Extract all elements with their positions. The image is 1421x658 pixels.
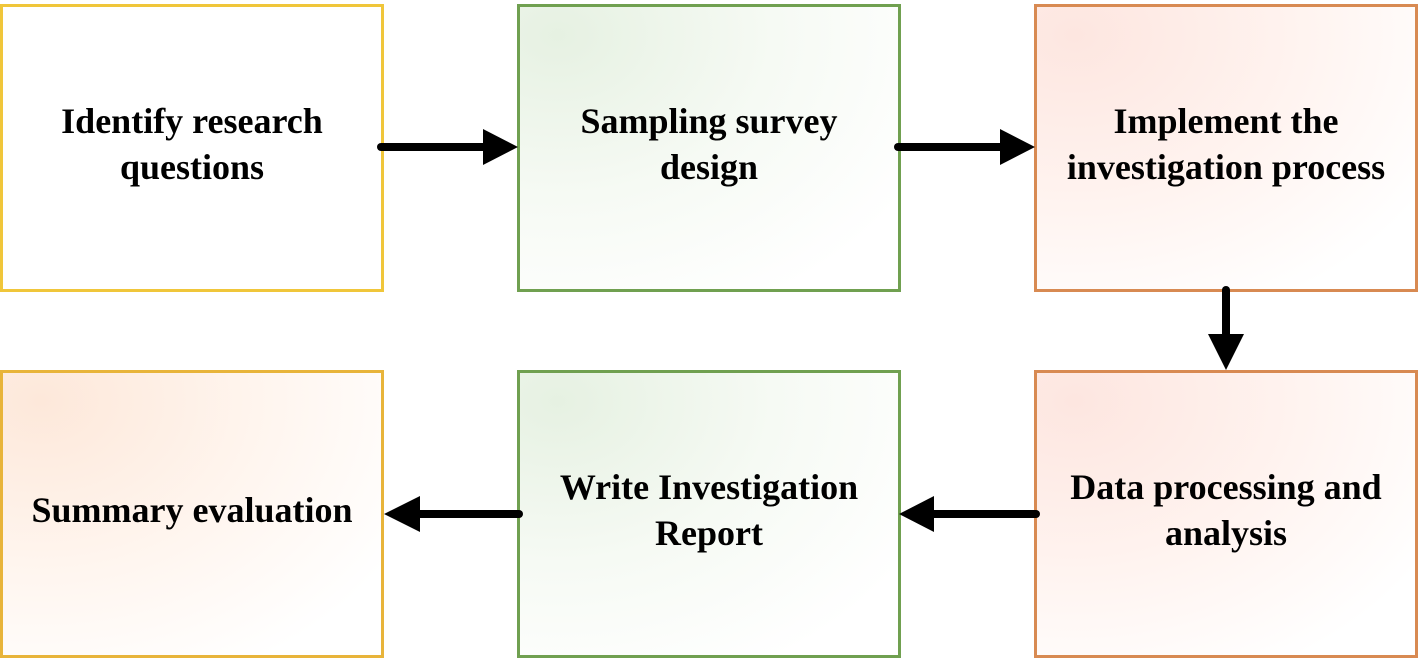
step-label: Implement the investigation process (1066, 101, 1386, 187)
step-write-report: Write Investigation Report (517, 370, 901, 658)
step-label: Summary evaluation (31, 490, 353, 530)
step-identify-research-questions: Identify research questions (0, 4, 384, 292)
arrow-right-1 (377, 129, 518, 165)
arrow-right-2 (894, 129, 1035, 165)
arrow-down (1208, 286, 1244, 370)
step-summary-evaluation: Summary evaluation (0, 370, 384, 658)
arrow-left-2 (384, 496, 523, 532)
arrow-left-1 (899, 496, 1040, 532)
step-data-processing: Data processing and analysis (1034, 370, 1418, 658)
step-label: Identify research questions (61, 101, 323, 187)
step-label: Sampling survey design (580, 101, 838, 187)
step-sampling-survey-design: Sampling survey design (517, 4, 901, 292)
step-implement-investigation: Implement the investigation process (1034, 4, 1418, 292)
step-label: Data processing and analysis (1070, 467, 1382, 553)
step-label: Write Investigation Report (559, 467, 859, 553)
